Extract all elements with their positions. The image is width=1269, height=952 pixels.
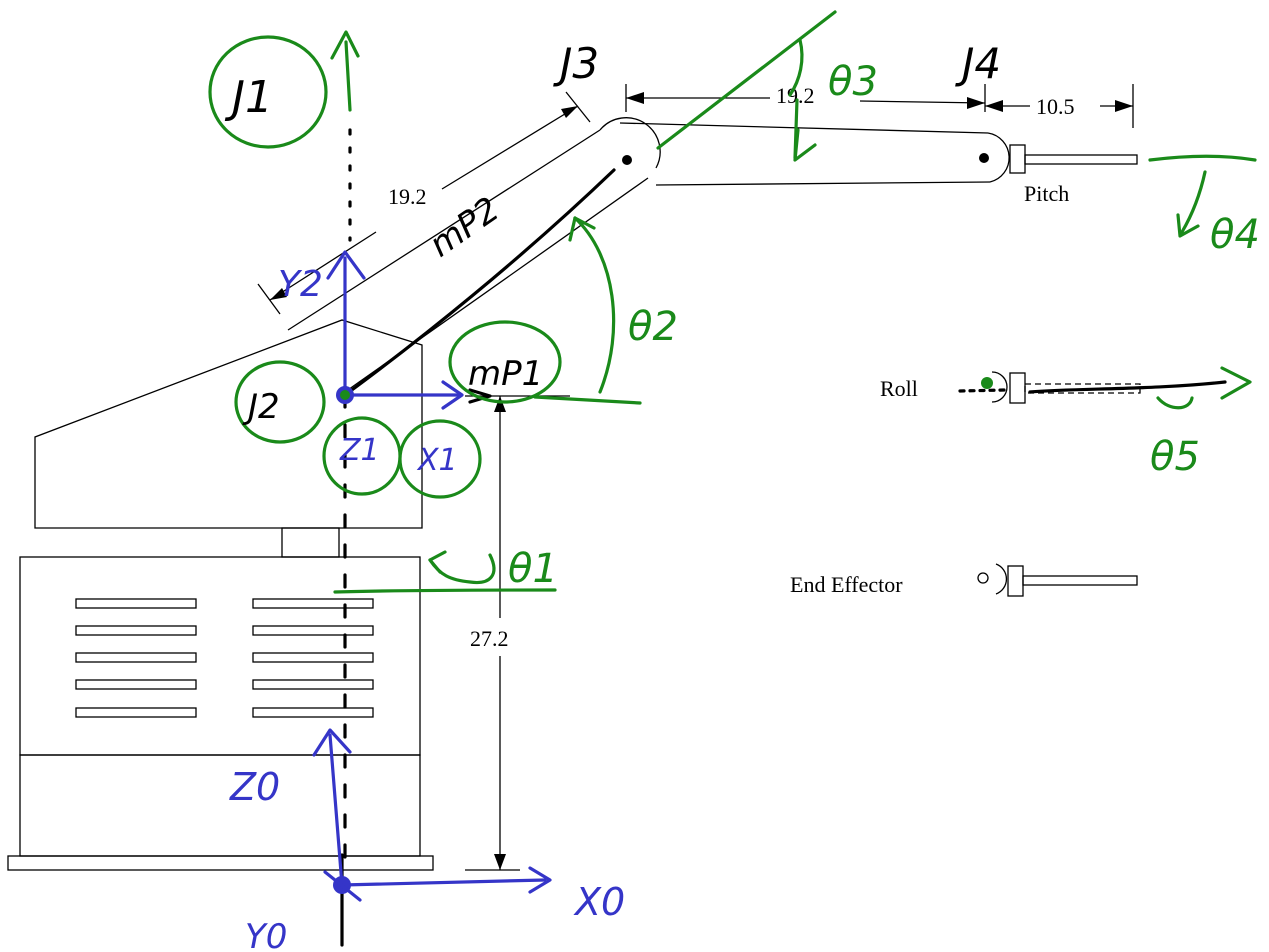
mp2-label: mP2 xyxy=(422,189,507,265)
mp2-vector xyxy=(343,168,616,397)
theta4-reference xyxy=(1148,154,1257,162)
j2-origin-dot xyxy=(340,390,350,400)
base-lower-block xyxy=(19,754,421,857)
j3-pivot xyxy=(622,155,632,165)
theta1-label: θ1 xyxy=(508,546,558,592)
dim-19-2-upper: 19.2 xyxy=(388,184,427,209)
pitch-label: Pitch xyxy=(1024,181,1069,206)
j1-label: J1 xyxy=(224,72,273,123)
theta1-arc xyxy=(428,553,496,585)
j1-axis-arrow xyxy=(344,40,352,112)
theta3-arc xyxy=(788,38,804,97)
j1-circle xyxy=(208,35,328,149)
j4-label: J4 xyxy=(955,39,1001,88)
y2-label: Y2 xyxy=(278,264,323,305)
end-effector-label: End Effector xyxy=(790,572,903,597)
x0-label: X0 xyxy=(573,880,625,924)
theta4-arc xyxy=(1180,170,1207,234)
forearm-link xyxy=(619,122,1138,186)
base-cabinet xyxy=(19,556,421,756)
dim-base-height: 27.2 xyxy=(465,395,570,871)
end-effector-detail: End Effector xyxy=(790,563,1138,597)
theta4-label: θ4 xyxy=(1210,212,1260,258)
roll-axis-arrow xyxy=(1220,366,1252,400)
j4-pivot xyxy=(979,153,989,163)
mp1-pointer xyxy=(468,388,492,404)
dim-forearm: 19.2 10.5 xyxy=(625,83,1134,128)
theta2-label: θ2 xyxy=(628,304,678,350)
mp1-label: mP1 xyxy=(468,354,543,394)
dim-27-2: 27.2 xyxy=(470,626,509,651)
theta2-arc xyxy=(573,216,616,394)
j3-label: J3 xyxy=(553,39,599,88)
theta1-baseline xyxy=(333,588,557,594)
dim-upper-arm: 19.2 xyxy=(257,91,591,315)
roll-label: Roll xyxy=(880,376,918,401)
theta3-label: θ3 xyxy=(828,59,878,105)
theta5-label: θ5 xyxy=(1150,434,1200,480)
x1-circle xyxy=(398,419,482,499)
shoulder-housing xyxy=(34,319,423,529)
waist-neck xyxy=(281,527,340,558)
dim-10-5: 10.5 xyxy=(1036,94,1075,119)
base-plate xyxy=(7,855,434,871)
j2-label: J2 xyxy=(242,387,280,427)
robot-base xyxy=(7,319,434,871)
y0-label: Y0 xyxy=(245,917,287,952)
mp1-circle xyxy=(448,320,562,404)
roll-wrist: Roll xyxy=(880,371,1141,404)
vent-slots xyxy=(75,598,374,718)
roll-axis-line xyxy=(1028,380,1227,394)
z1-label: Z1 xyxy=(339,433,380,468)
j2-circle xyxy=(234,360,326,444)
z0-label: Z0 xyxy=(229,765,280,809)
theta3-reference xyxy=(656,10,837,150)
theta5-arc xyxy=(1156,396,1194,410)
x1-label: X1 xyxy=(416,443,458,478)
frame-1-2: Y2 Z1 X1 xyxy=(278,250,464,478)
frame-0: Z0 X0 Y0 xyxy=(229,728,625,952)
